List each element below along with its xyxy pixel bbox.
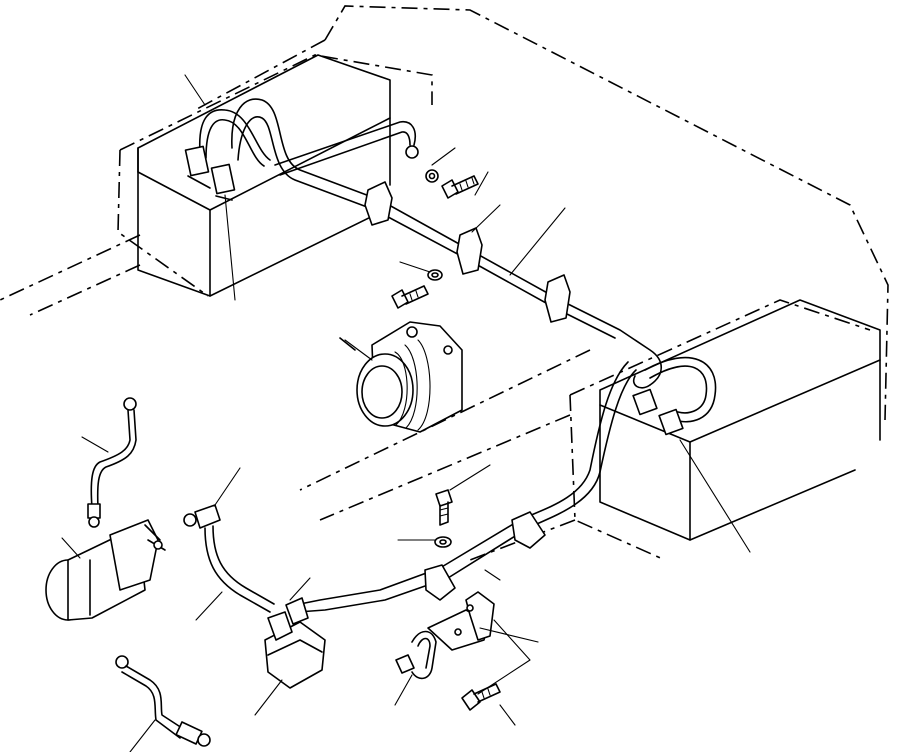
jumper-cable: [115, 655, 211, 747]
left-terminals: [184, 145, 419, 201]
clip: [395, 630, 437, 680]
relay-cable: [183, 504, 275, 613]
right-battery: [569, 299, 881, 561]
battery-relay: [264, 597, 326, 689]
washer: [427, 269, 443, 281]
left-battery: [117, 54, 433, 297]
bolt: [435, 489, 453, 526]
right-terminals: [632, 388, 684, 436]
mounting-bracket: [427, 591, 495, 651]
cable-clamp: [364, 181, 571, 601]
alternator: [339, 321, 463, 433]
starter-motor: [45, 519, 166, 621]
ground-cable: [87, 397, 137, 528]
leader-lines: [61, 74, 751, 752]
bolt: [391, 285, 429, 309]
machine-body-outline: [0, 5, 889, 561]
bolt: [441, 175, 479, 199]
nut: [425, 169, 439, 183]
bolt: [461, 683, 501, 711]
washer: [434, 536, 452, 548]
